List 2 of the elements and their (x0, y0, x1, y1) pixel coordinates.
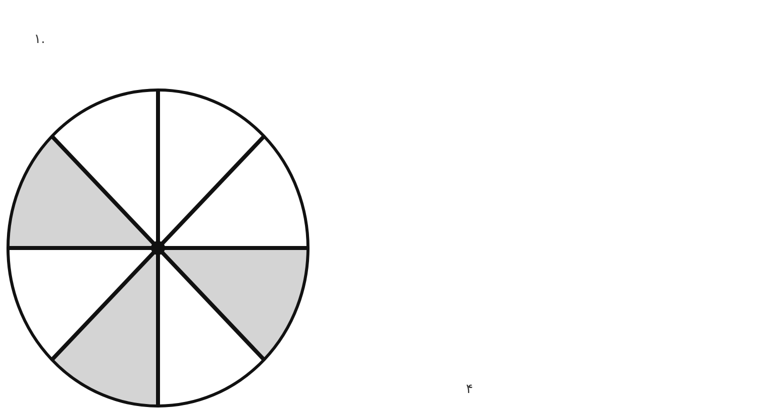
figure-number: ۴ (466, 381, 473, 399)
figure-number: ۱. (34, 31, 46, 49)
